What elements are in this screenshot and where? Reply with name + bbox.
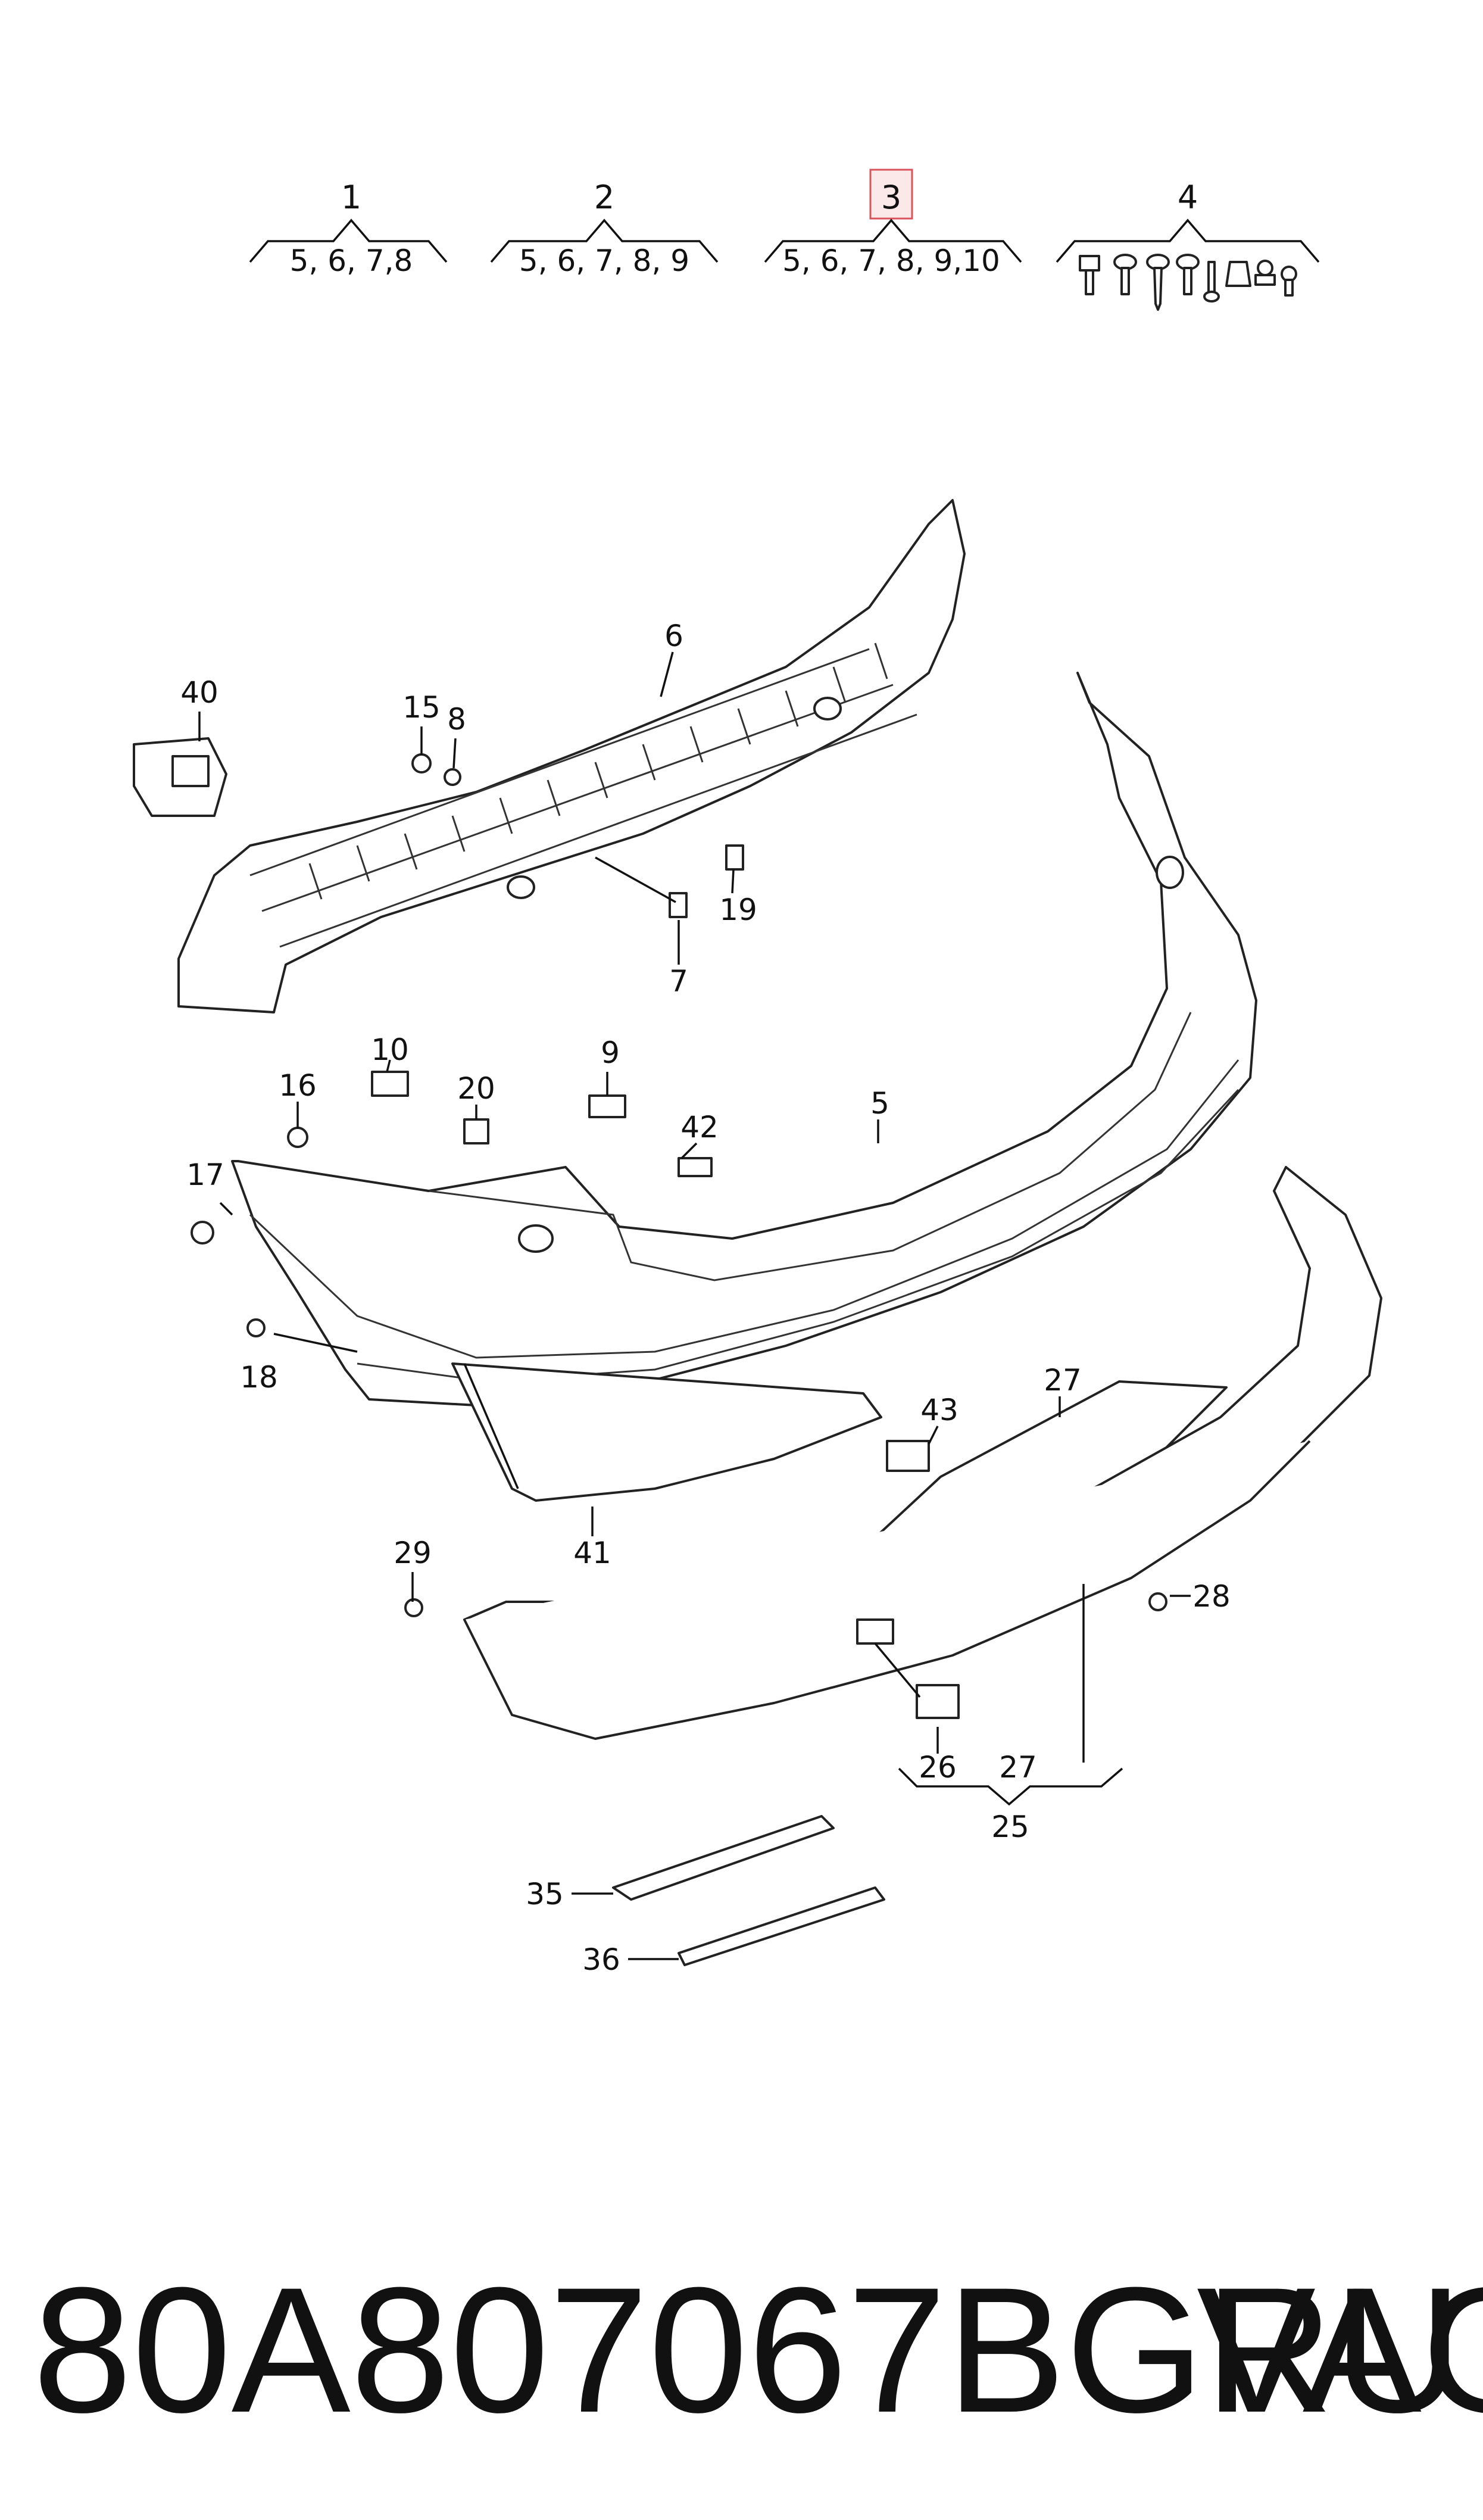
- callout-labels: 40 15 8 6 19 7 10 9 16 20 42 5 17 18 27 …: [180, 619, 1231, 1977]
- leader-lines: [198, 651, 1191, 1960]
- callout-40: 40: [180, 675, 218, 710]
- callout-27-upper: 27: [1044, 1363, 1082, 1398]
- callout-29: 29: [394, 1536, 432, 1570]
- callout-35: 35: [526, 1877, 564, 1911]
- callout-20: 20: [457, 1071, 495, 1106]
- group-3-number: 3: [881, 179, 901, 216]
- group-1-list: 5, 6, 7,8: [290, 244, 413, 278]
- callout-17: 17: [186, 1158, 224, 1192]
- group-4-number: 4: [1178, 179, 1198, 216]
- callout-9: 9: [601, 1036, 620, 1070]
- callout-28: 28: [1192, 1579, 1231, 1614]
- cover-cap-part: [916, 1684, 960, 1719]
- callout-25: 25: [991, 1810, 1029, 1844]
- callout-41: 41: [573, 1536, 611, 1570]
- group-2-list: 5, 6, 7, 8, 9: [519, 244, 689, 278]
- callout-5: 5: [870, 1086, 889, 1121]
- trim-strip-part: [451, 1362, 882, 1502]
- callout-7: 7: [669, 964, 688, 999]
- connector-part: [886, 1440, 930, 1472]
- group-4[interactable]: 4: [1056, 179, 1320, 311]
- lower-diffuser: [463, 1166, 1382, 1740]
- brand-label: VAG: [1197, 2250, 1483, 2450]
- fastener-set-icon: [1079, 254, 1297, 311]
- group-2[interactable]: 2 5, 6, 7, 8, 9: [490, 179, 719, 278]
- callout-18: 18: [240, 1360, 278, 1395]
- group-3[interactable]: 3 5, 6, 7, 8, 9,10: [764, 169, 1022, 278]
- group-2-number: 2: [594, 179, 614, 216]
- callout-27-lower: 27: [999, 1750, 1037, 1785]
- trim-part-36: [678, 1886, 885, 1966]
- callout-8: 8: [447, 702, 466, 737]
- reinforcement-bracket: [177, 499, 966, 1013]
- callout-19: 19: [719, 893, 757, 927]
- part-number: 80A807067BGRU: [33, 2250, 1463, 2450]
- callout-6: 6: [664, 619, 683, 653]
- callout-36: 36: [582, 1942, 620, 1977]
- callout-43: 43: [920, 1393, 959, 1427]
- callout-42: 42: [680, 1110, 719, 1144]
- clip-parts: [411, 753, 744, 918]
- group-1-number: 1: [341, 179, 361, 216]
- trim-part-35: [612, 1815, 835, 1901]
- callout-15: 15: [402, 690, 441, 725]
- group-3-list: 5, 6, 7, 8, 9,10: [782, 244, 1000, 278]
- callout-26: 26: [919, 1750, 957, 1785]
- callout-16: 16: [279, 1068, 317, 1103]
- group-3-highlight: [869, 169, 913, 220]
- group-1[interactable]: 1 5, 6, 7,8: [249, 179, 448, 278]
- callout-10: 10: [371, 1033, 409, 1067]
- sensor-bracket-part: [133, 737, 227, 817]
